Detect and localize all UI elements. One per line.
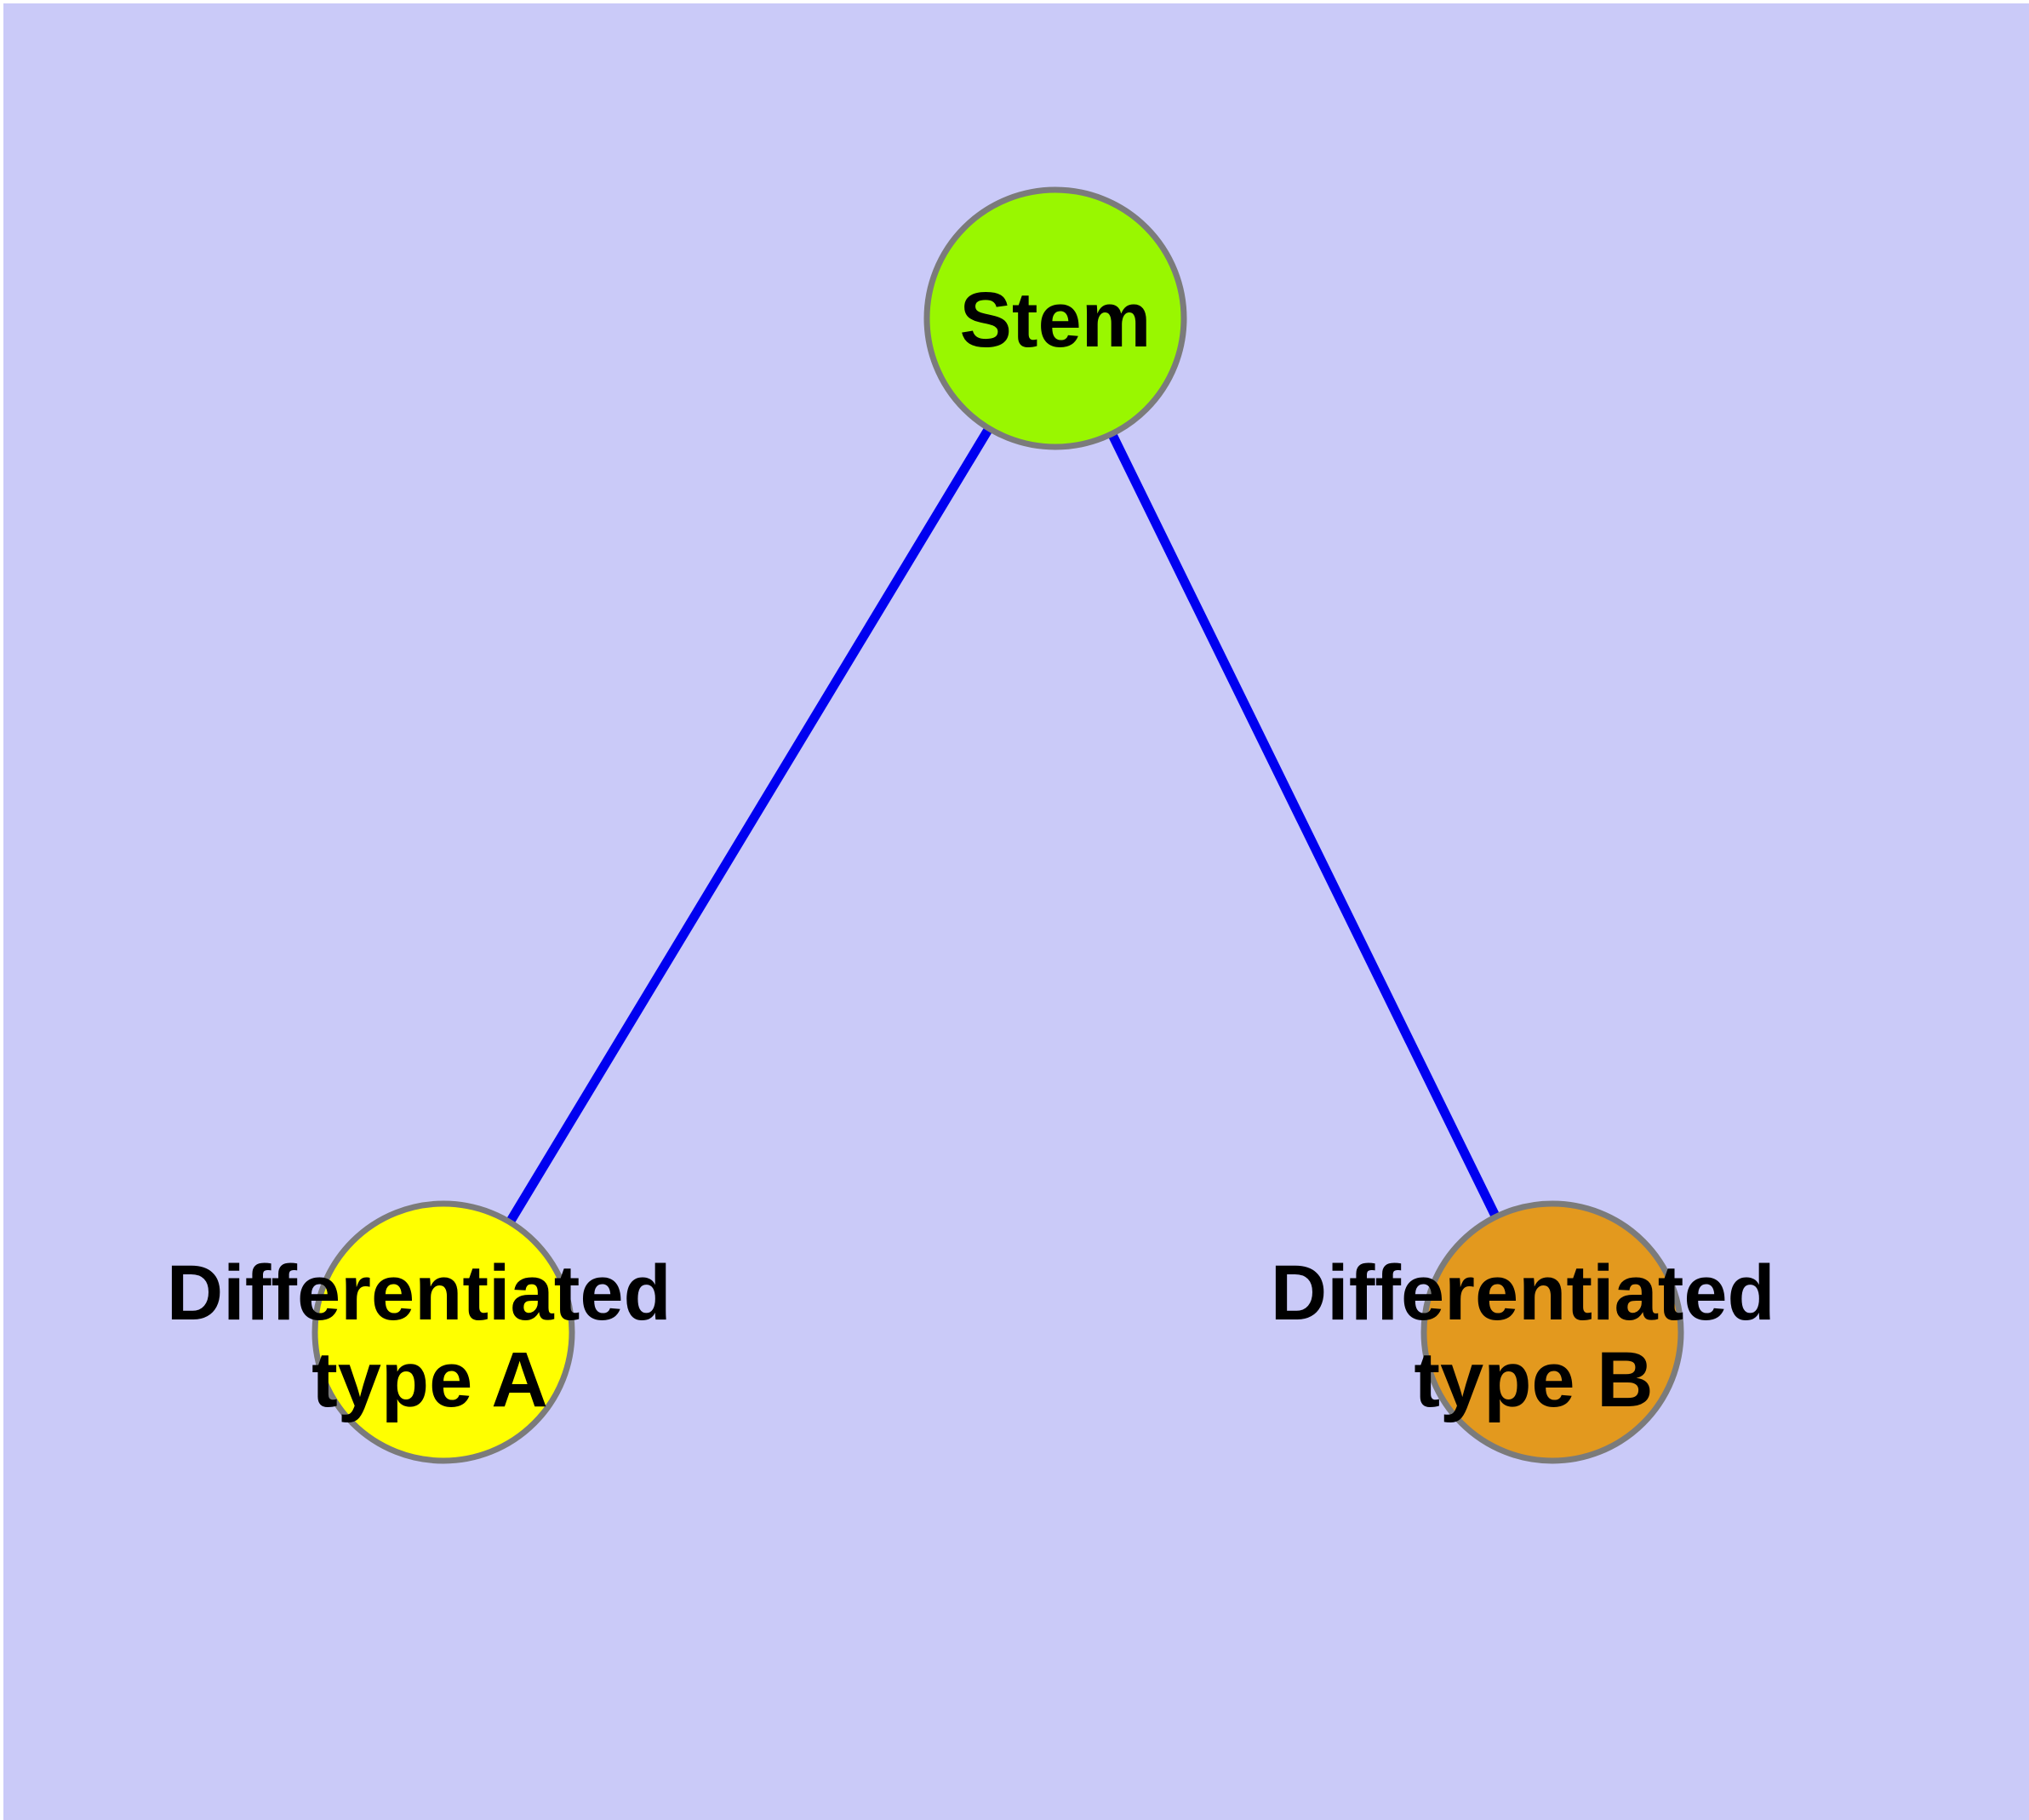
node-differentiated-type-a: Differentiated type A — [167, 1200, 694, 1464]
node-type-b-circle — [1420, 1200, 1684, 1464]
edge-stem-to-type-b — [1051, 316, 1557, 1335]
node-type-a-label-line1: Differentiated — [167, 1250, 672, 1336]
node-stem: Stem — [923, 186, 1187, 450]
node-type-a-label: Differentiated type A — [167, 1250, 694, 1423]
edge-stem-to-type-a — [439, 316, 1060, 1335]
node-type-b-label-line2: type B — [1414, 1336, 1653, 1423]
node-stem-label: Stem — [960, 277, 1152, 363]
node-type-a-label-line2: type A — [311, 1336, 548, 1423]
node-type-a-circle — [311, 1200, 575, 1464]
node-type-b-label-line1: Differentiated — [1271, 1250, 1775, 1336]
node-type-b-label: Differentiated type B — [1271, 1250, 1798, 1423]
node-stem-circle — [923, 186, 1187, 450]
node-differentiated-type-b: Differentiated type B — [1271, 1200, 1798, 1464]
